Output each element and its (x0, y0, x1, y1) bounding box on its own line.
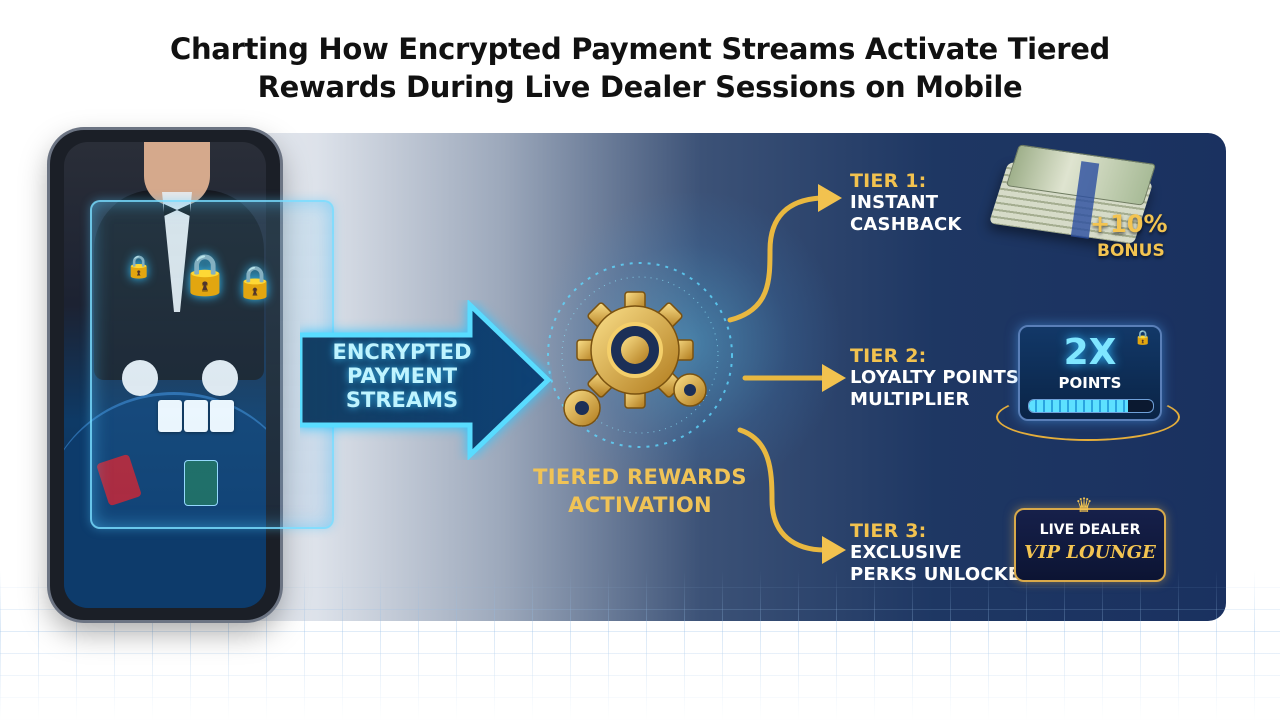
lock-icon: 🔒 (125, 255, 153, 280)
vip-lounge-badge: LIVE DEALER VIP LOUNGE (1014, 508, 1166, 582)
hub-label-line: TIERED REWARDS (533, 465, 747, 489)
encryption-hologram (90, 200, 334, 529)
playing-card-icon (184, 400, 208, 432)
arrow-label: ENCRYPTED PAYMENT STREAMS (316, 340, 488, 412)
tier-1-label: TIER 1: INSTANT CASHBACK (850, 170, 962, 236)
playing-card-icon (158, 400, 182, 432)
dealer-hand-right (202, 360, 238, 396)
title-line-1: Charting How Encrypted Payment Streams A… (169, 32, 1111, 66)
tier-text: PERKS UNLOCKED (850, 564, 1036, 585)
hub-label: TIERED REWARDS ACTIVATION (520, 463, 760, 519)
points-progress-bar (1028, 399, 1154, 413)
tier-heading: TIER 1: (850, 170, 927, 192)
bonus-word: BONUS (1097, 241, 1165, 261)
bowtie-icon (164, 204, 190, 216)
points-orbit-ring (996, 393, 1180, 441)
lock-icon: 🔒 (180, 252, 230, 298)
tier-text: EXCLUSIVE (850, 542, 962, 563)
tier-text: LOYALTY POINTS (850, 367, 1020, 388)
tier-heading: TIER 3: (850, 520, 927, 542)
tier-3-label: TIER 3: EXCLUSIVE PERKS UNLOCKED (850, 520, 1036, 586)
points-progress-fill (1029, 400, 1129, 412)
tier-heading: TIER 2: (850, 345, 927, 367)
points-meter-icon: 2X POINTS (1018, 325, 1162, 421)
lock-icon: 🔒 (235, 263, 275, 301)
points-word: POINTS (1058, 374, 1122, 392)
tier-text: INSTANT (850, 192, 939, 213)
arrow-label-line: ENCRYPTED (332, 340, 472, 364)
playing-card-icon (210, 400, 234, 432)
encrypted-stream-arrow-icon (300, 300, 552, 460)
points-multiplier: 2X (1063, 332, 1117, 373)
tier-text: CASHBACK (850, 214, 962, 235)
arrow-label-line: PAYMENT (346, 364, 458, 388)
vip-top-text: LIVE DEALER (1039, 522, 1141, 538)
tier-connector-arrows (727, 184, 846, 564)
bonus-value: +10% (1090, 210, 1168, 238)
mobile-phone (50, 130, 280, 620)
tier-text: MULTIPLIER (850, 389, 970, 410)
lock-icon: 🔒 (1134, 330, 1152, 346)
tier-2-label: TIER 2: LOYALTY POINTS MULTIPLIER (850, 345, 1019, 411)
dealer-hand-left (122, 360, 158, 396)
playing-card-icon (184, 460, 218, 506)
arrow-label-line: STREAMS (345, 388, 459, 412)
vip-crown-icon: ♛ (1075, 493, 1093, 517)
title-line-2: Rewards During Live Dealer Sessions on M… (257, 70, 1023, 104)
gear-icon (547, 262, 733, 448)
live-dealer-screen (64, 142, 266, 608)
page-title: Charting How Encrypted Payment Streams A… (0, 30, 1280, 106)
vip-bottom-text: VIP LOUNGE (1024, 542, 1156, 563)
hub-label-line: ACTIVATION (568, 493, 712, 517)
